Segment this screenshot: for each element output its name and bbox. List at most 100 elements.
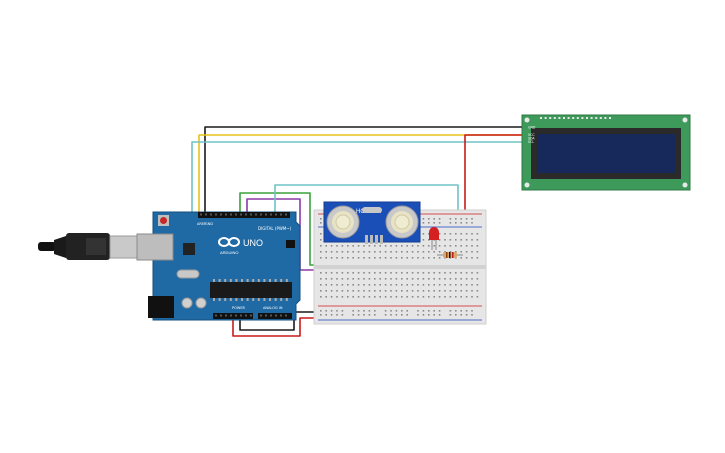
breadboard-hole [438,278,441,280]
breadboard-hole [390,251,392,253]
digital-label: DIGITAL (PWM~) [258,226,292,231]
breadboard-hole [476,245,479,247]
breadboard-hole [352,290,354,292]
breadboard-hole [406,310,408,312]
lcd-pin-vcc: VCC [528,133,535,137]
digital-pin [215,213,217,216]
breadboard-hole [368,245,371,247]
breadboard-hole [363,290,365,292]
breadboard-hole [390,296,392,298]
breadboard-hole [428,272,430,274]
wire-yellow-lcd-vcc[interactable] [198,134,527,212]
breadboard-hole [379,278,381,280]
lcd-pin-scl: SCL [528,140,534,144]
breadboard-hole [406,314,408,316]
breadboard-hole [422,272,425,274]
breadboard-hole [406,278,408,280]
chip-leg [285,279,288,282]
breadboard-hole [433,278,435,280]
chip-leg [263,298,266,301]
breadboard-hole [330,251,333,253]
breadboard-hole [455,222,457,224]
reset-button-cap[interactable] [160,217,167,224]
breadboard-hole [325,245,327,247]
red-led[interactable] [429,227,439,250]
wire-cyan-lcd-sda[interactable] [191,141,527,212]
breadboard-hole [384,272,387,274]
breadboard-hole [336,245,338,247]
digital-pin [275,213,277,216]
breadboard-hole [330,257,333,259]
breadboard-hole [363,284,365,286]
wire-black-gnd[interactable] [239,311,322,331]
breadboard-hole [325,290,327,292]
breadboard-hole [438,233,441,235]
breadboard-hole [325,272,327,274]
breadboard-hole [352,251,354,253]
breadboard-hole [460,296,462,298]
breadboard-hole [455,284,457,286]
breadboard-hole [320,222,322,224]
resistor[interactable] [437,252,463,258]
chip-leg [246,298,249,301]
breadboard-hole [395,278,398,280]
breadboard-hole [390,314,392,316]
breadboard-hole [325,251,327,253]
breadboard-hole [330,245,333,247]
breadboard-hole [476,290,479,292]
analog-pin [285,314,287,317]
usb-jack [136,233,174,261]
breadboard-hole [374,272,376,274]
breadboard-hole [395,257,398,259]
breadboard-hole [330,284,333,286]
breadboard-hole [476,272,479,274]
breadboard-hole [384,290,387,292]
breadboard-hole [347,257,349,259]
breadboard-hole [465,245,468,247]
breadboard-hole [401,245,403,247]
breadboard-hole [428,251,430,253]
breadboard-hole [325,278,327,280]
breadboard-hole [449,278,452,280]
breadboard-hole [390,278,392,280]
chip-leg [241,279,243,282]
lcd-header-pin [563,117,565,119]
breadboard-hole [455,296,457,298]
wire-black-lcd-gnd[interactable] [204,126,527,212]
breadboard-hole [471,222,473,224]
wire-red-power[interactable] [232,317,322,337]
breadboard-hole [433,257,435,259]
breadboard-hole [449,272,452,274]
analog-label: ANALOG IN [263,306,283,310]
breadboard-hole [352,296,354,298]
digital-pin [235,213,237,216]
lcd-header-pin [599,117,602,119]
lcd-header-pin [540,117,542,119]
arduino-uno-board[interactable]: DIGITAL (PWM~) AREF GND ARDUINO UNO POWE… [136,211,301,321]
breadboard-hole [325,314,327,316]
breadboard-hole [444,233,446,235]
breadboard-hole [395,310,398,312]
breadboard-hole [428,233,430,235]
breadboard-hole [352,314,354,316]
chip-leg [246,279,249,282]
breadboard-hole [374,284,376,286]
ultrasonic-sensor[interactable]: HC-SR04 [323,201,421,244]
breadboard-hole [384,245,387,247]
breadboard-hole [465,290,468,292]
power-pin [225,314,227,317]
chip-leg [285,298,288,301]
breadboard-hole [363,257,365,259]
breadboard-hole [460,257,462,259]
lcd-mount-hole-tr [682,117,688,123]
breadboard-hole [411,245,414,247]
breadboard-hole [395,272,398,274]
breadboard-hole [374,245,376,247]
lcd-display[interactable]: GND VCC SDA SCL [521,114,691,191]
breadboard-hole [395,245,398,247]
breadboard-hole [411,290,414,292]
breadboard-hole [438,218,441,220]
analog-pin [275,314,277,317]
wire-red-lcd-scl[interactable] [464,134,527,222]
breadboard-hole [438,284,441,286]
